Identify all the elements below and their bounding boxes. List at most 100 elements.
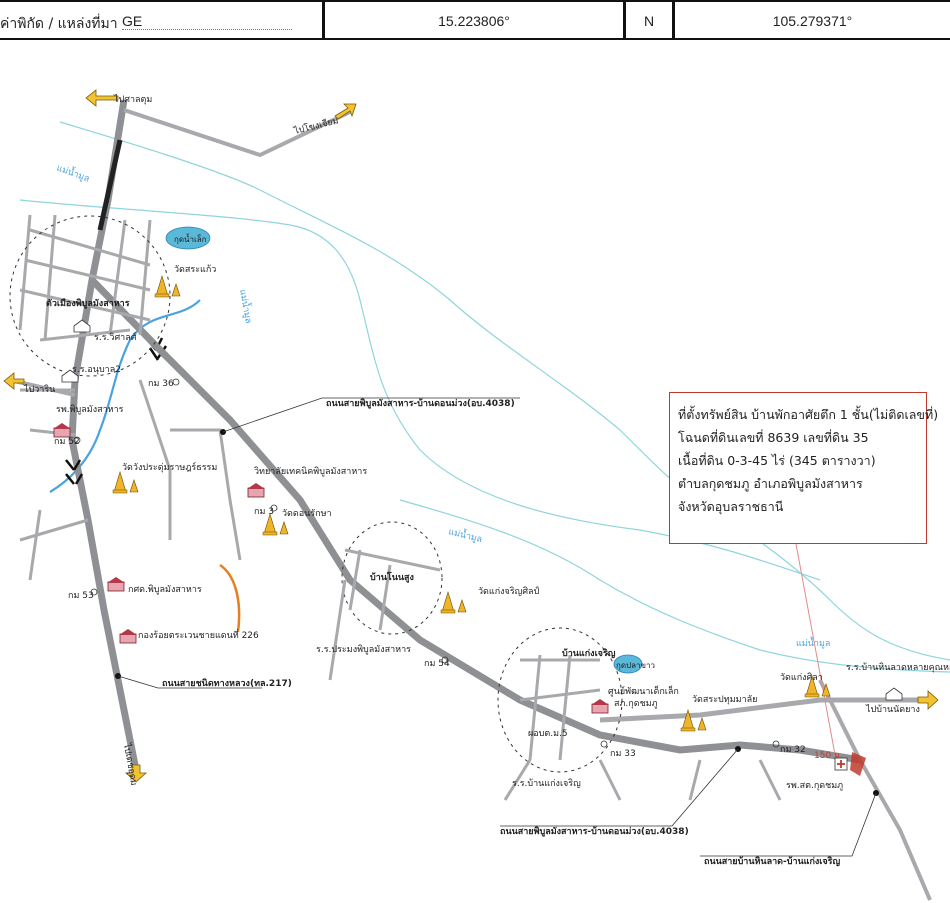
label-river-4: แม่น้ำมูล <box>796 636 830 649</box>
longitude-cell: 105.279371° <box>673 0 950 40</box>
label-to-north: ไปศาลตุม <box>113 94 152 105</box>
bridge-north <box>97 139 123 231</box>
km-marker <box>600 740 608 748</box>
label-hospital-kut: รพ.สต.กุดชมภู <box>786 781 843 791</box>
info-line-3: เนื้อที่ดิน 0-3-45 ไร่ (345 ตารางวา) <box>678 453 876 468</box>
latitude-cell: 15.223806° <box>323 0 625 40</box>
label-road-4038: ถนนสายพิบูลมังสาหาร-บ้านดอนม่วง(อบ.4038) <box>326 398 515 409</box>
label-school-kaeng: ร.ร.บ้านแก่งเจริญ <box>512 778 581 789</box>
road-to-east <box>599 697 920 723</box>
arrow-west-icon <box>3 372 25 390</box>
pond-shape <box>165 226 211 250</box>
label-km53: กม 53 <box>68 591 94 601</box>
label-ban-kaeng: บ้านแก่งเจริญ <box>562 648 616 659</box>
km-marker <box>73 436 81 444</box>
building-icon <box>106 576 126 592</box>
arrow-east-icon <box>917 690 939 710</box>
bridge-west <box>65 459 84 485</box>
label-river-3: แม่น้ำมูล <box>447 524 484 545</box>
label-school-1: ร.ร.วิศาลศ์ <box>94 331 137 343</box>
label-km52: กม 52 <box>54 437 80 447</box>
label-sub-office: ผอบต.ม.5 <box>528 729 568 739</box>
label-police: สภ.กุดชมภู <box>614 699 658 709</box>
property-info-box: ที่ตั้งทรัพย์สิน บ้านพักอาศัยตึก 1 ชั้น(… <box>669 392 939 544</box>
label-leaders <box>117 397 877 857</box>
label-to-east: ไปบ้านนัดยาง <box>865 704 920 715</box>
label-km54: กม 54 <box>424 659 450 669</box>
label-school-phi: ร.ร.บ้านหินลาดหลายคุณหอ <box>846 662 950 673</box>
label-dist-150: 150 ม. <box>814 751 843 761</box>
label-wat-prachum: วัดวังประดุ่มราษฎร์ธรรม <box>122 461 217 473</box>
road-4038 <box>89 277 861 764</box>
label-wat-sakaew: วัดสระแก้ว <box>174 264 216 275</box>
building-icon <box>118 628 138 644</box>
coordinate-label-cell: ค่าพิกัด / แหล่งที่มา GE <box>0 0 324 40</box>
moon-river-line-2 <box>19 199 821 581</box>
coordinate-label: ค่าพิกัด / แหล่งที่มา <box>0 16 118 32</box>
temple-icon <box>112 471 139 494</box>
km-marker <box>772 740 780 748</box>
km-marker <box>270 504 278 512</box>
school-icon <box>73 319 91 333</box>
km-marker <box>441 656 449 664</box>
label-river-1: แม่น้ำมูล <box>55 161 92 185</box>
label-health-center: ศูนย์พัฒนาเด็กเล็ก <box>608 684 679 697</box>
info-line-5: จังหวัดอุบลราชธานี <box>678 499 784 514</box>
moon-river-line <box>59 121 950 661</box>
kaeng-circle <box>497 627 623 773</box>
label-road-217: ถนนสายชนิดทางหลวง(ทล.217) <box>162 678 292 689</box>
building-icon <box>590 698 610 714</box>
road-to-khongchiam <box>123 108 351 158</box>
label-km33: กม 33 <box>610 749 636 759</box>
building-icon <box>52 422 72 438</box>
label-land-office: กศด.พิบูลมังสาหาร <box>128 584 202 595</box>
location-map: ไปศาลตุม ไปโขงเจียม ไปวาริน ไปเดชอุดม ไป… <box>3 89 950 901</box>
pointer-line <box>795 543 837 761</box>
label-ban-nonsung: บ้านโนนสูง <box>370 571 414 583</box>
label-pond2: กุดปลาขาว <box>616 661 655 670</box>
label-college: วิทยาลัยเทคนิคพิบูลมังสาหาร <box>254 466 367 477</box>
coordinate-bar: ค่าพิกัด / แหล่งที่มา GE 15.223806° N 10… <box>0 0 950 42</box>
info-line-2: โฉนดที่ดินเลขที่ 8639 เลขที่ดิน 35 <box>678 430 869 445</box>
arrow-north-icon <box>85 89 119 107</box>
label-river-2: แม่น้ำมูล <box>237 288 256 324</box>
label-km32: กม 32 <box>780 745 806 755</box>
label-to-khongchiam: ไปโขงเจียม <box>292 115 340 137</box>
moon-river-line-3 <box>399 499 950 673</box>
label-pond: กุดน้ำเล็ก <box>174 233 207 244</box>
ns-cell: N <box>624 0 674 40</box>
label-town: ตัวเมืองพิบูลมังสาหาร <box>46 297 130 309</box>
km-marker <box>90 588 98 596</box>
arrow-south-icon <box>124 764 148 783</box>
info-line-1: ที่ตั้งทรัพย์สิน บ้านพักอาศัยตึก 1 ชั้น(… <box>678 407 939 422</box>
label-road-4038b: ถนนสายพิบูลมังสาหาร-บ้านดอนม่วง(อบ.4038) <box>500 826 689 837</box>
building-icon <box>246 482 266 498</box>
latitude-value: 15.223806° <box>438 13 510 29</box>
arrow-ne-icon <box>334 103 357 120</box>
label-km-small: กม 3 <box>254 507 274 517</box>
town-circle <box>9 215 171 377</box>
label-school-pramong: ร.ร.ประมงพิบูลมังสาหาร <box>316 644 411 655</box>
label-road-hin: ถนนสายบ้านหินลาด-บ้านแก่งเจริญ <box>704 856 840 867</box>
label-hospital-pibun: รพ.พิบูลมังสาหาร <box>56 404 124 415</box>
ns-value: N <box>643 13 655 29</box>
pond2-shape <box>613 654 643 674</box>
label-wat-donrak: วัดดอนรักษา <box>282 509 332 519</box>
coordinate-source: GE <box>122 13 292 30</box>
temple-icon <box>154 275 181 298</box>
info-line-4: ตำบลกุดชมภู อำเภอพิบูลมังสาหาร <box>678 476 863 491</box>
label-wat-sapathum: วัดสระปทุมมาลัย <box>692 695 757 705</box>
school-icon <box>885 687 903 701</box>
kaeng-roads <box>503 654 782 801</box>
orange-road <box>219 563 241 633</box>
town-grid <box>18 214 242 581</box>
label-water-dept: กองร้อยตระเวนชายแดนที่ 226 <box>138 628 259 641</box>
label-to-warin: ไปวาริน <box>23 384 55 395</box>
label-km36: กม 36 <box>148 379 174 389</box>
hospital-cross-icon <box>837 760 845 768</box>
km-marker <box>172 378 180 386</box>
school-icon <box>61 369 79 383</box>
nonsung-circle <box>341 521 443 635</box>
label-wat-kaeng-sila: วัดแก่งศิลา <box>780 672 823 683</box>
nonsung-roads <box>328 548 441 681</box>
